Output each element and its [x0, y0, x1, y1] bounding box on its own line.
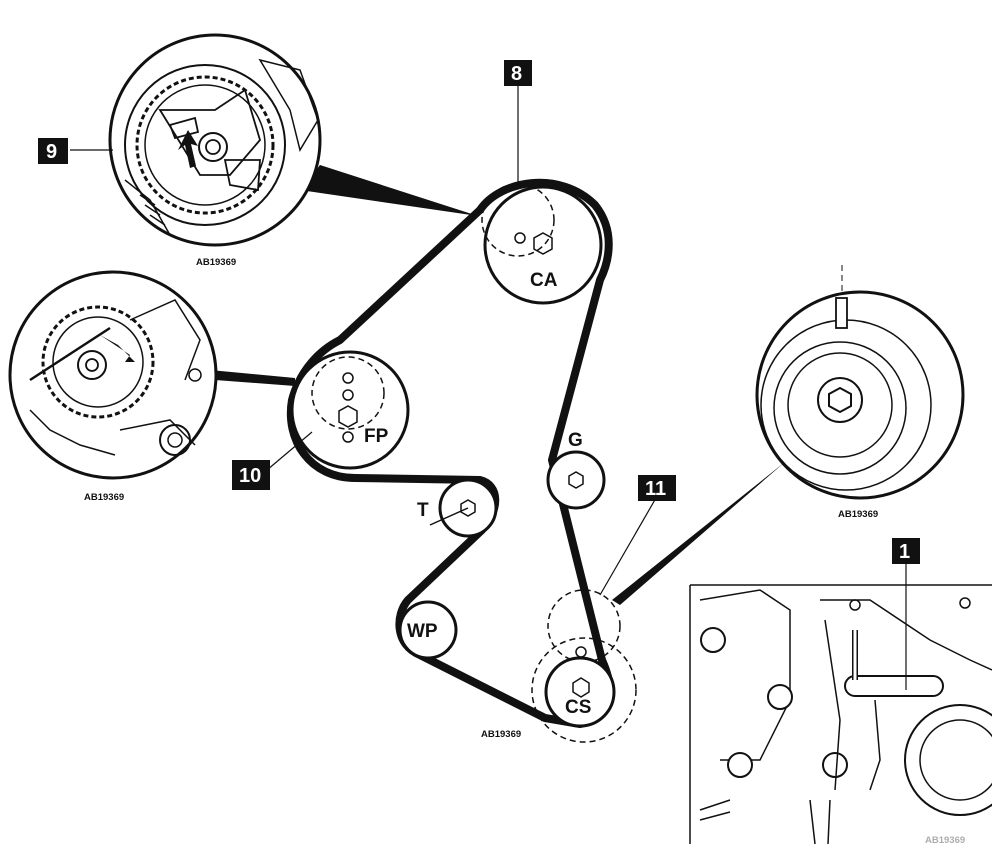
ref-code-fuel-pump: AB19369 [84, 492, 124, 503]
tensioner-pulley: T [417, 478, 498, 538]
fuel-pump-pulley: FP [290, 350, 410, 470]
svg-text:1: 1 [899, 541, 910, 563]
crankshaft-label: CS [565, 697, 591, 718]
locking-tool-detail [689, 584, 992, 844]
svg-text:11: 11 [645, 478, 666, 500]
guide-pulley: G [546, 430, 606, 510]
ref-code-crankshaft: AB19369 [838, 509, 878, 520]
tensioner-label: T [417, 500, 429, 521]
leader-lines [70, 85, 907, 690]
tensioner-bolt [460, 499, 476, 517]
arrow-icon [100, 335, 135, 362]
ref-code-tool: AB19369 [925, 835, 965, 844]
water-pump-label: WP [407, 621, 438, 642]
svg-text:9: 9 [46, 141, 57, 163]
callout-11: 11 [638, 475, 676, 501]
camshaft-pulley: CA [481, 183, 603, 305]
crankshaft-center-bolt [828, 386, 852, 414]
callout-1: 1 [892, 538, 920, 564]
fuel-pump-label: FP [364, 426, 389, 447]
camshaft-detail [108, 33, 478, 247]
fuel-pump-bolt [338, 405, 358, 428]
camshaft-label: CA [530, 270, 558, 291]
water-pump-pulley: WP [398, 600, 458, 660]
ref-code-main: AB19369 [481, 729, 521, 740]
callout-10: 10 [232, 460, 270, 490]
svg-text:10: 10 [239, 465, 261, 487]
crankshaft-pulley: CS [531, 589, 637, 743]
svg-text:8: 8 [511, 63, 522, 85]
crankshaft-bolt [572, 677, 590, 698]
fuel-pump-detail [8, 270, 295, 480]
guide-label: G [568, 430, 583, 451]
guide-bolt [568, 471, 584, 489]
callout-9: 9 [38, 138, 68, 164]
crankshaft-detail [612, 265, 965, 605]
callout-8: 8 [504, 60, 532, 86]
camshaft-pin-hole [514, 232, 526, 244]
camshaft-bolt [533, 232, 553, 255]
locking-pin [844, 675, 944, 697]
ref-code-camshaft: AB19369 [196, 257, 236, 268]
arrow-icon [178, 130, 198, 168]
